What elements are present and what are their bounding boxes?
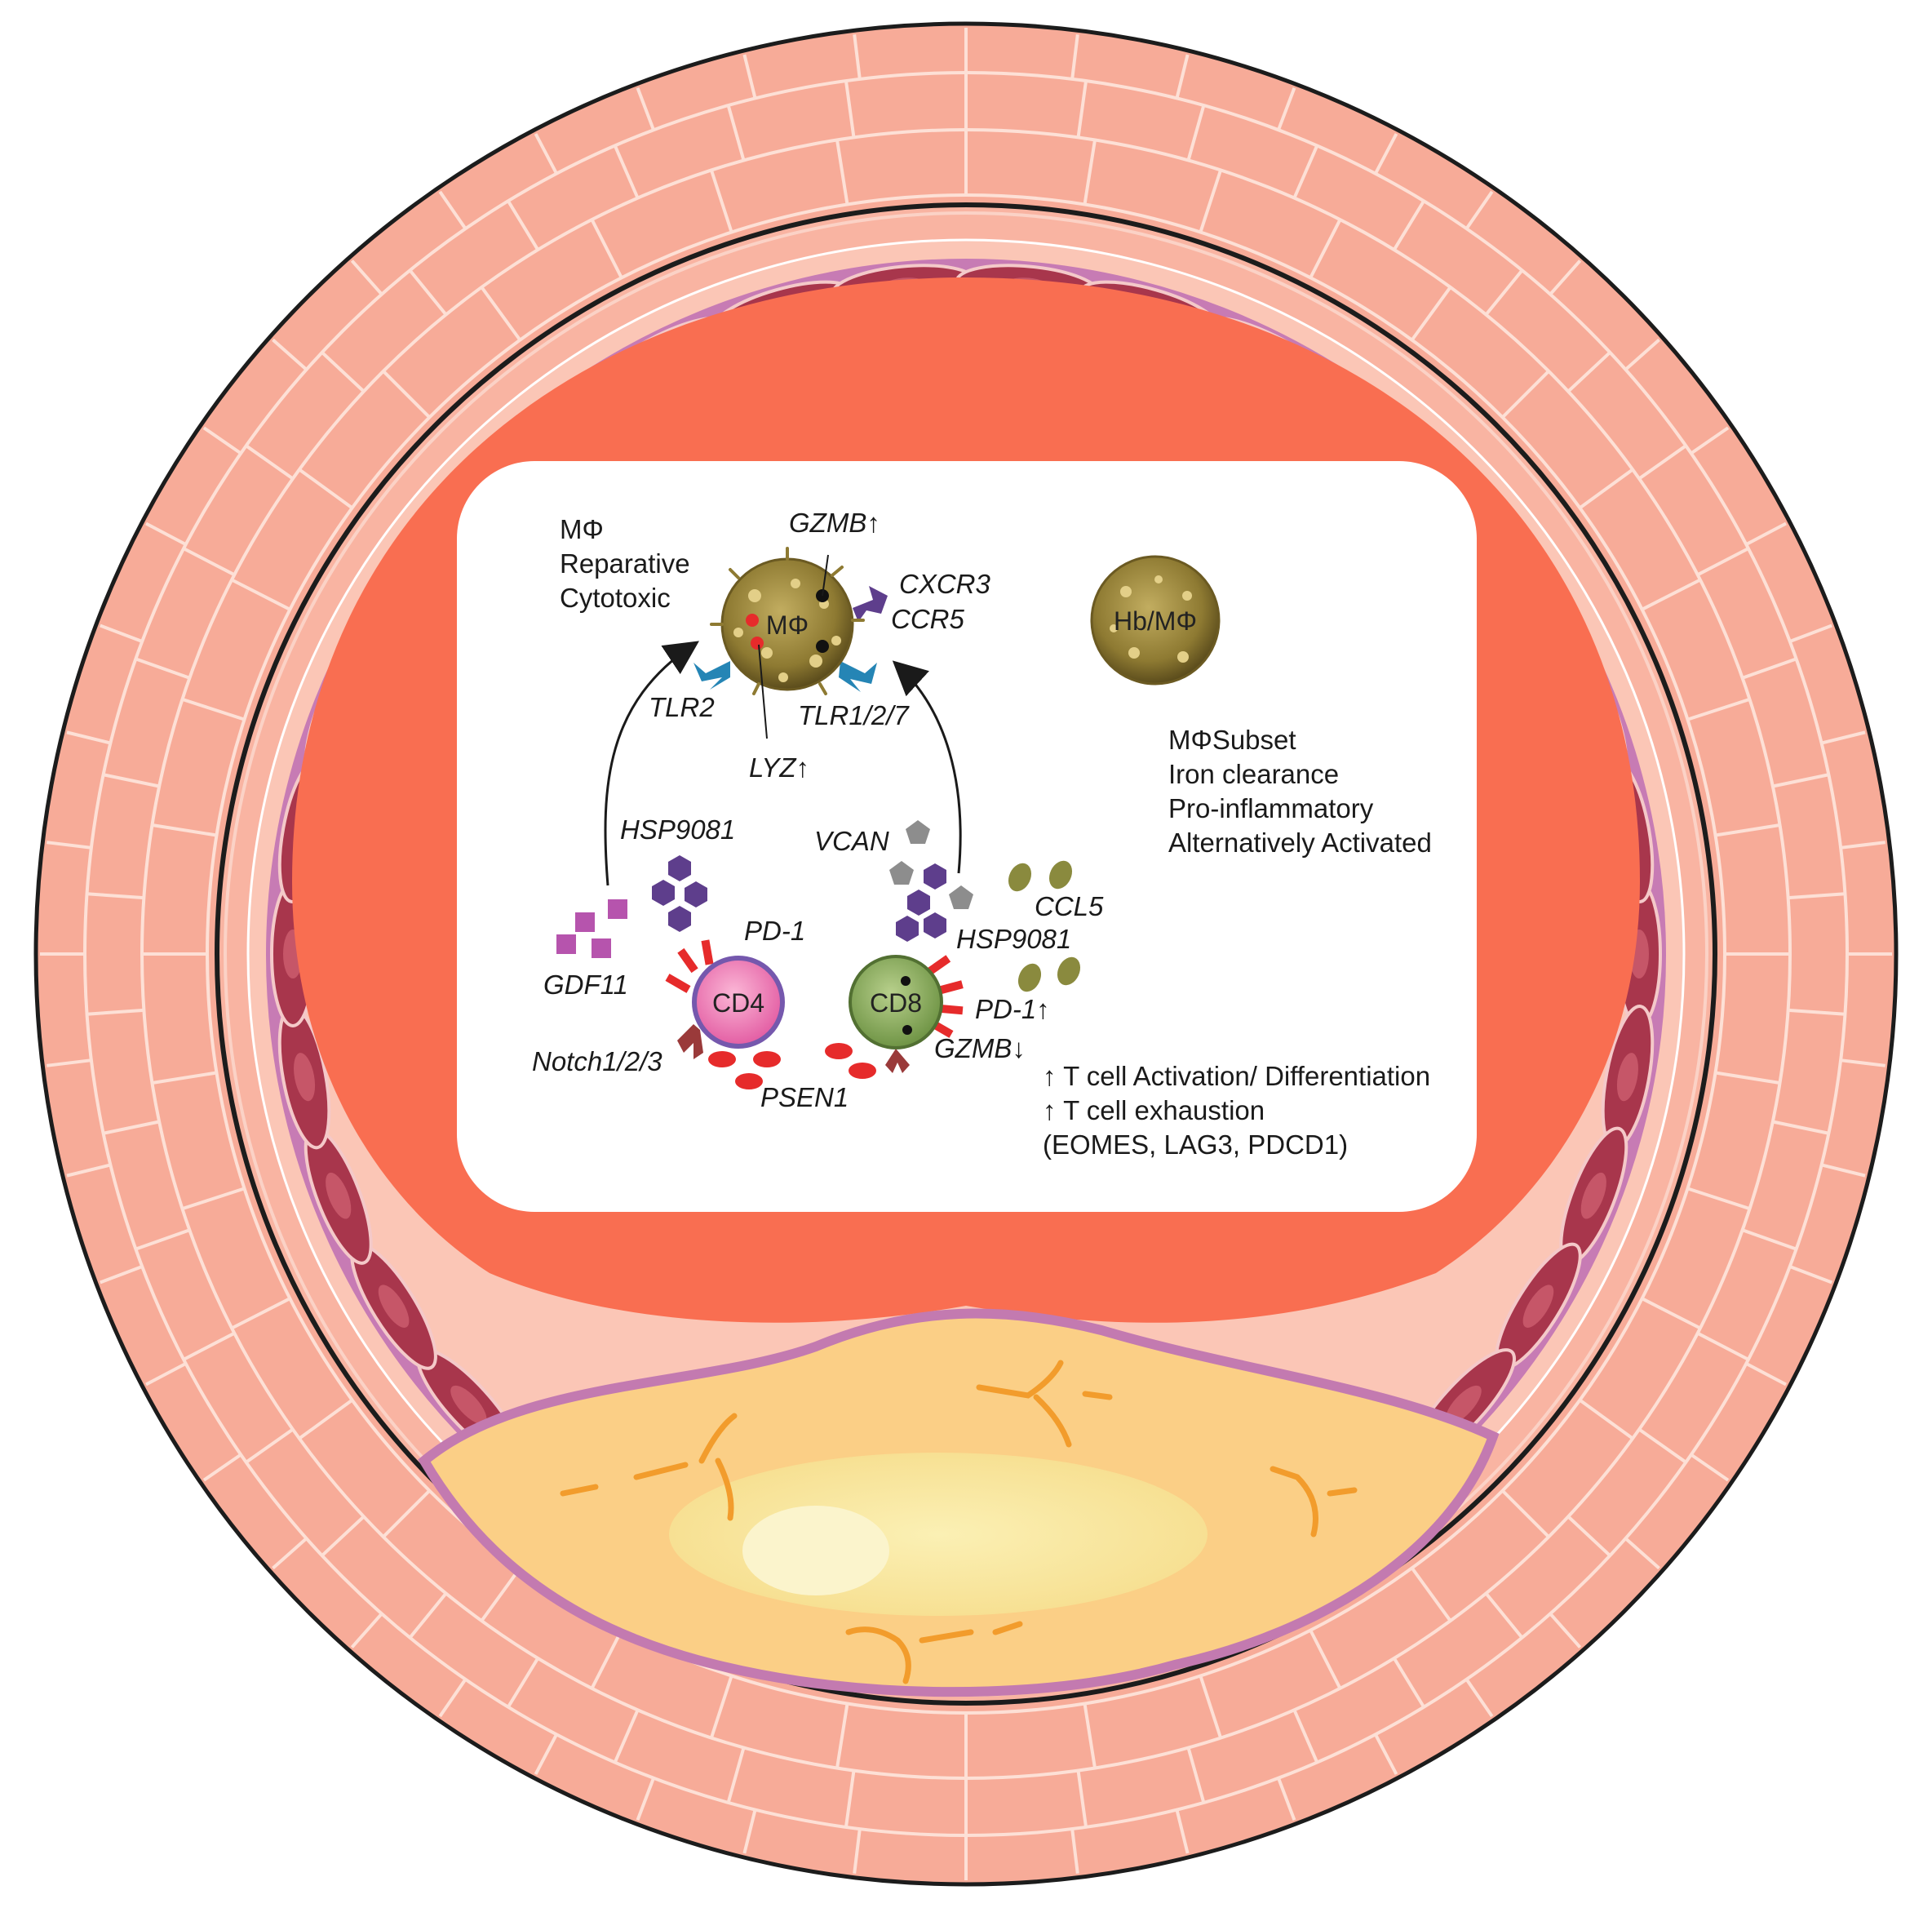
cd8-receptors	[925, 955, 964, 1038]
ccr5-label: CCR5	[891, 604, 964, 634]
cd4-label: CD4	[712, 988, 764, 1018]
vcan-molecules	[889, 820, 973, 909]
psen1-molecules	[708, 1043, 876, 1089]
tcell-note-genes: (EOMES, LAG3, PDCD1)	[1043, 1129, 1348, 1160]
cd4-notch-receptor	[677, 1024, 703, 1059]
hsp9081-left-molecules	[652, 855, 707, 932]
psen1-label: PSEN1	[760, 1082, 849, 1112]
macrophage-cell: MΦ	[710, 547, 865, 695]
gzmb-up-label: GZMB↑	[789, 508, 880, 538]
subset-legend-title: MΦSubset	[1168, 725, 1296, 755]
cd8-notch-receptor	[885, 1049, 910, 1073]
macrophage-label: MΦ	[766, 610, 809, 640]
vessel-wall-cells	[40, 28, 1892, 1880]
tcell-note-exhaustion: ↑ T cell exhaustion	[1043, 1095, 1265, 1125]
arrow-to-macrophage-left	[604, 641, 699, 886]
tlr2-label: TLR2	[649, 692, 715, 722]
macrophage-legend-reparative: Reparative	[560, 548, 690, 579]
macrophage-legend-title: MΦ	[560, 514, 604, 544]
gdf11-label: GDF11	[543, 970, 628, 1000]
atherosclerotic-plaque	[418, 1308, 1500, 1697]
cd8-label: CD8	[870, 988, 922, 1018]
ccl5-label: CCL5	[1035, 891, 1104, 921]
notch-label: Notch1/2/3	[532, 1046, 662, 1076]
cd4-cell: CD4	[692, 956, 785, 1049]
subset-legend-alternative: Alternatively Activated	[1168, 828, 1432, 858]
pd1-cd4-label: PD-1	[744, 916, 805, 946]
hsp9081-left-label: HSP9081	[620, 814, 735, 845]
hsp9081-right-molecules	[896, 863, 946, 942]
tlr2-receptor	[693, 661, 730, 690]
arrow-to-macrophage-right	[892, 660, 962, 874]
cxcr3-label: CXCR3	[899, 569, 991, 599]
hb-macrophage-label: Hb/MΦ	[1114, 606, 1197, 636]
tlr127-label: TLR1/2/7	[798, 700, 910, 730]
pd1-cd8-label: PD-1↑	[975, 994, 1050, 1024]
gzmb-down-label: GZMB↓	[934, 1033, 1026, 1063]
cd4-receptors	[665, 939, 714, 993]
hsp9081-right-label: HSP9081	[956, 924, 1071, 954]
cxcr3-receptor	[853, 586, 888, 622]
ccl5-molecules	[1008, 860, 1081, 992]
cd8-cell: CD8	[849, 955, 943, 1049]
macrophage-legend-cytotoxic: Cytotoxic	[560, 583, 671, 613]
subset-legend-proinflammatory: Pro-inflammatory	[1168, 793, 1374, 823]
subset-legend-iron: Iron clearance	[1168, 759, 1339, 789]
lyz-label: LYZ↑	[749, 752, 809, 783]
hb-macrophage-cell: Hb/MΦ	[1090, 555, 1221, 686]
gdf11-molecules	[556, 899, 627, 958]
tlr127-receptor	[839, 661, 877, 692]
tcell-note-activation: ↑ T cell Activation/ Differentiation	[1043, 1061, 1430, 1091]
vcan-label: VCAN	[814, 826, 889, 856]
